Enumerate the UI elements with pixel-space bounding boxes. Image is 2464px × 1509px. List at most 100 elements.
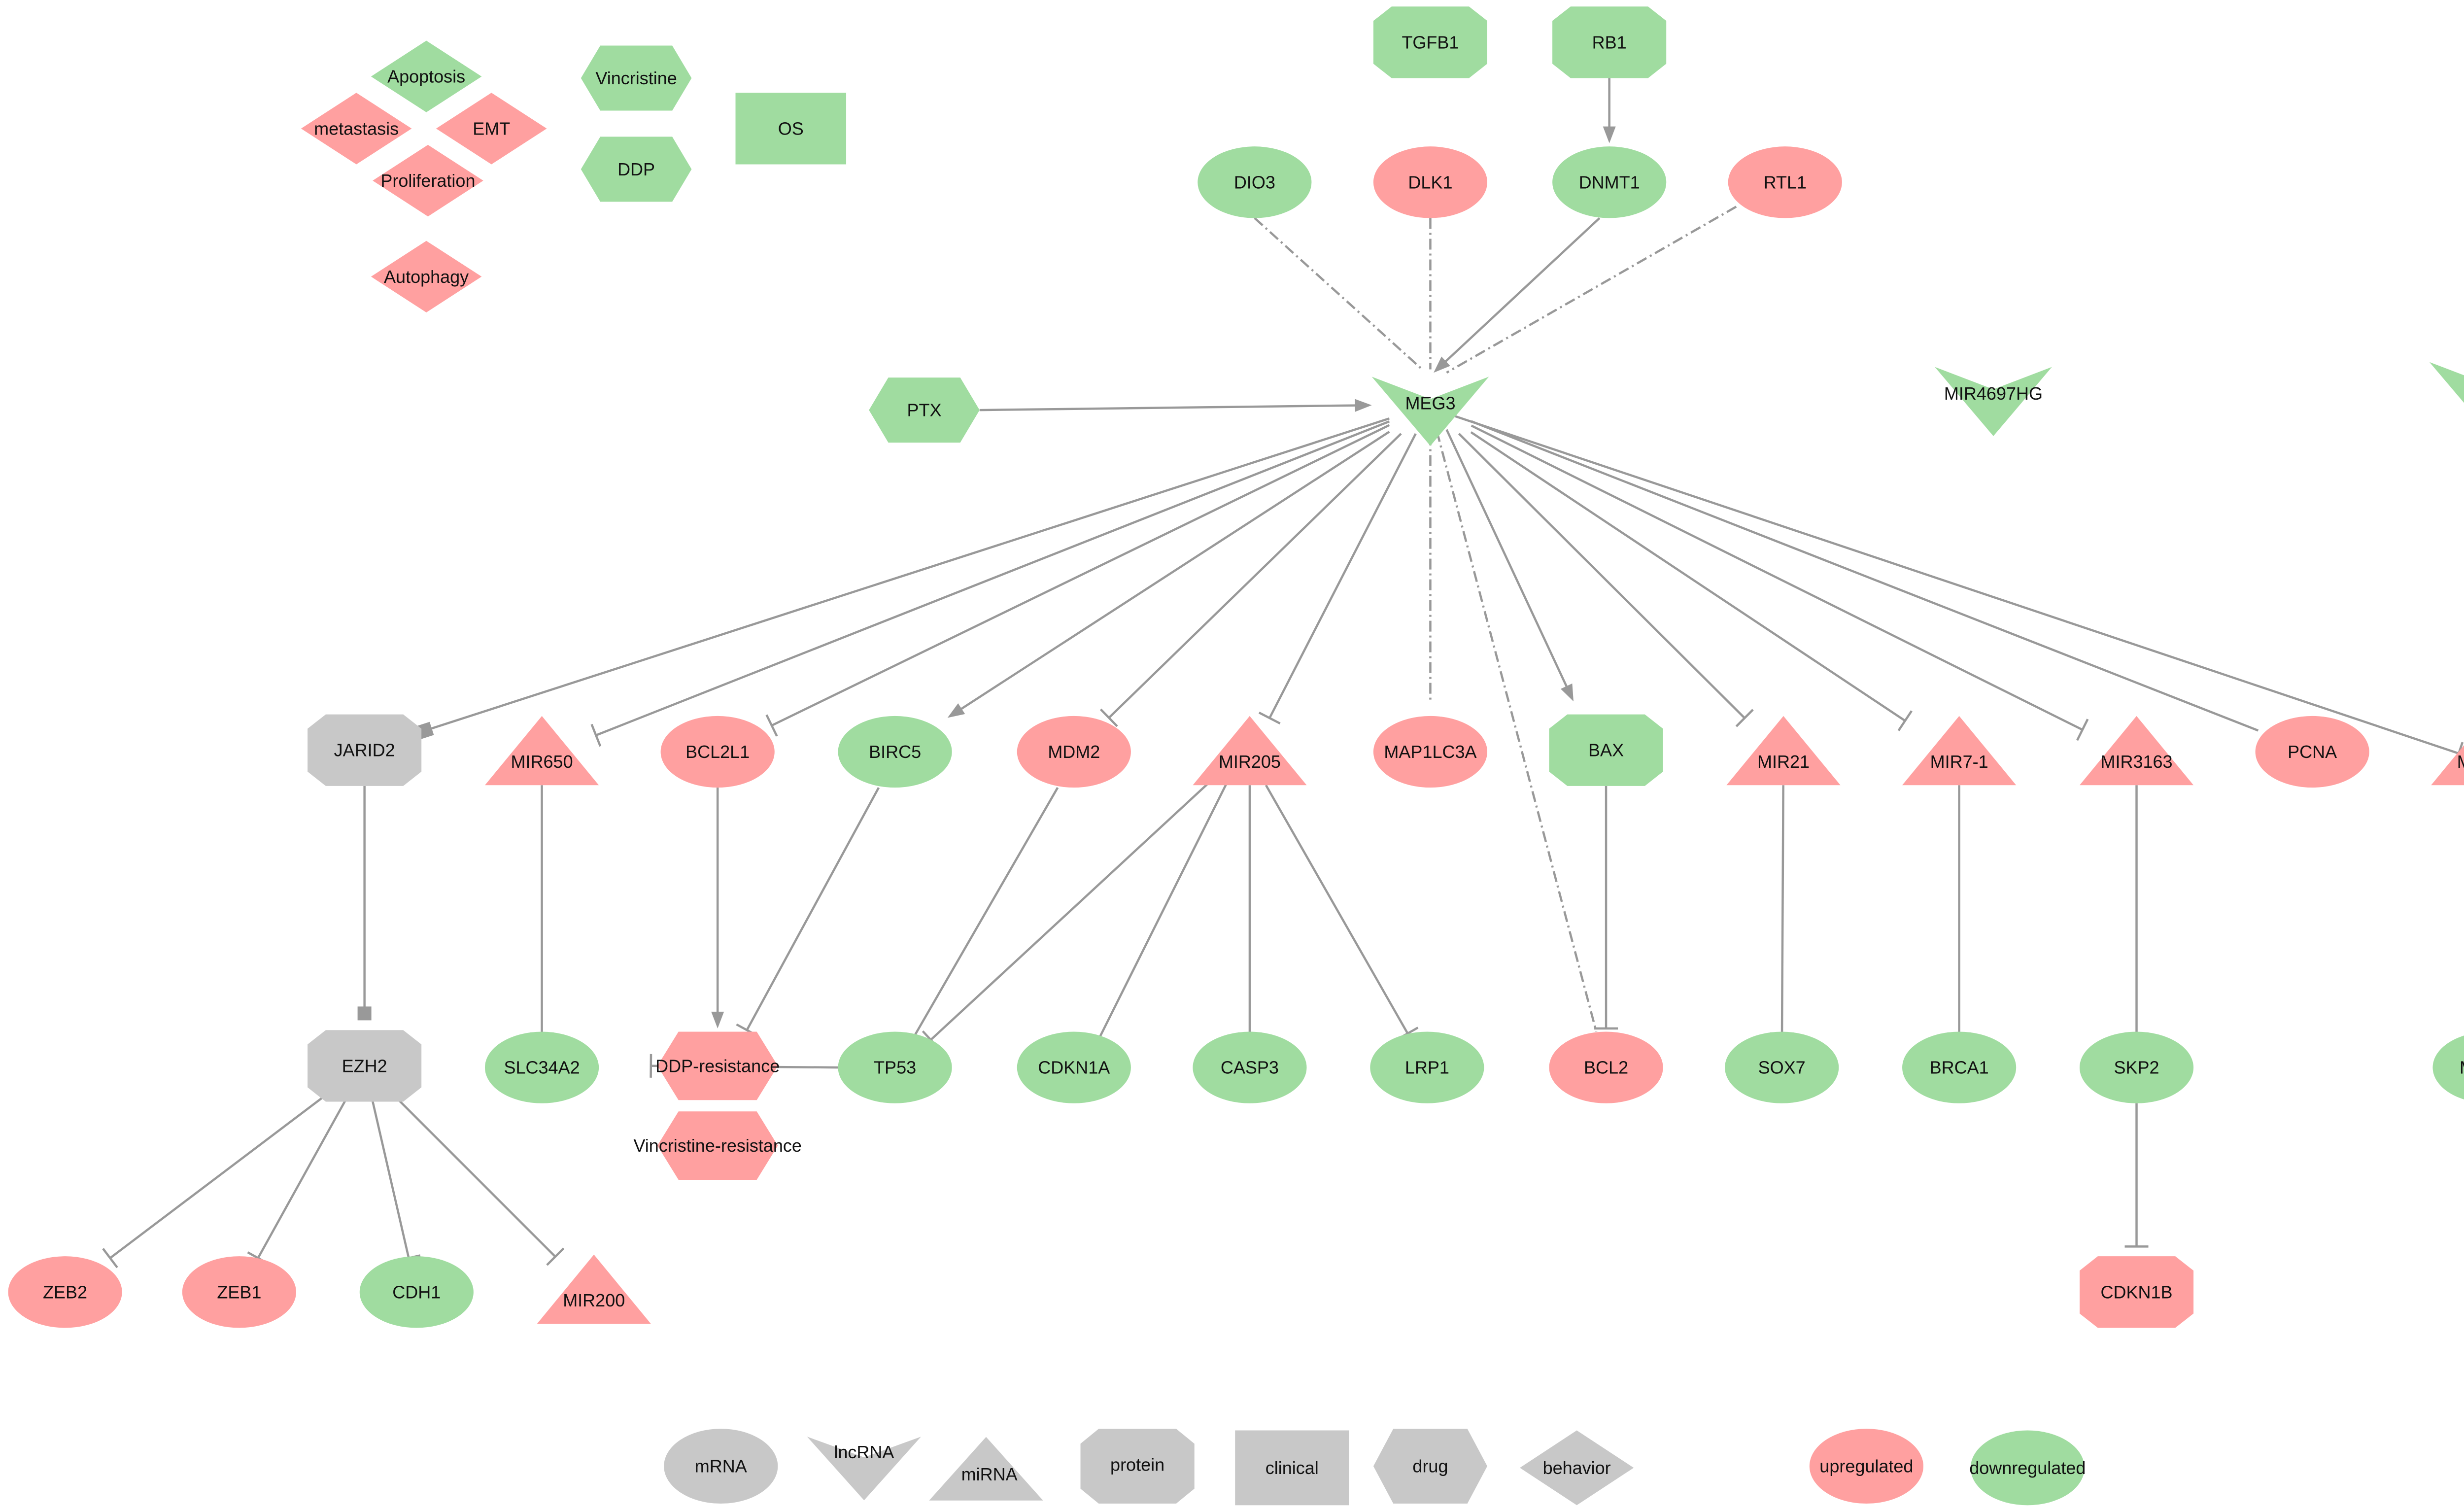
edge-line (1265, 785, 1409, 1034)
edge-line (1471, 424, 2083, 731)
node-metastasis[interactable]: metastasis (301, 93, 412, 165)
node-ezh2[interactable]: EZH2 (308, 1030, 422, 1102)
edge-ezh2-zeb1 (247, 1090, 352, 1265)
node-bax[interactable]: BAX (1549, 714, 1663, 786)
inhibition-bar (546, 1247, 565, 1266)
node-jarid2[interactable]: JARID2 (308, 714, 422, 786)
node-label: metastasis (314, 118, 399, 138)
node-miat[interactable]: MIAT (2429, 362, 2464, 431)
node-label: MIR7-1 (1930, 752, 1988, 772)
node-ddp[interactable]: DDP (581, 137, 692, 202)
node-lrp1[interactable]: LRP1 (1370, 1031, 1484, 1103)
node-vincristine[interactable]: Vincristine (581, 45, 692, 111)
edge-mir7_1-brca1 (1947, 785, 1971, 1035)
node-vinc_res[interactable]: Vincristine-resistance (633, 1111, 802, 1180)
node-tgfb1[interactable]: TGFB1 (1373, 6, 1487, 78)
node-label: MDM2 (1048, 742, 1100, 762)
edge-line (746, 787, 880, 1031)
node-mir650[interactable]: MIR650 (485, 716, 599, 786)
node-rb1[interactable]: RB1 (1552, 6, 1667, 78)
node-pcna[interactable]: PCNA (2255, 716, 2369, 788)
node-mir200[interactable]: MIR200 (537, 1254, 651, 1324)
mrna-shape (1552, 146, 1667, 218)
node-brca1[interactable]: BRCA1 (1902, 1031, 2017, 1103)
node-proliferation[interactable]: Proliferation (373, 144, 483, 217)
edge-meg3-jarid2 (416, 417, 1390, 739)
node-cdkn1b[interactable]: CDKN1B (2080, 1256, 2194, 1328)
node-label: JARID2 (334, 740, 395, 760)
node-label: DNMT1 (1579, 172, 1640, 192)
node-label: Vincristine-resistance (633, 1135, 801, 1156)
drug-shape (581, 45, 692, 111)
node-emt[interactable]: EMT (436, 93, 547, 165)
edge-mir205-tp53 (922, 780, 1212, 1050)
node-ddp_res[interactable]: DDP-resistance (655, 1031, 780, 1100)
node-label: Proliferation (380, 171, 475, 191)
node-label: MIR3163 (2100, 752, 2172, 772)
node-mir7_1[interactable]: MIR7-1 (1902, 716, 2017, 786)
node-os[interactable]: OS (735, 93, 847, 165)
node-mdm2[interactable]: MDM2 (1017, 716, 1131, 788)
node-dio3[interactable]: DIO3 (1198, 146, 1312, 218)
mirna-shape (1902, 716, 2017, 786)
node-sox7[interactable]: SOX7 (1725, 1031, 1839, 1103)
node-zeb2[interactable]: ZEB2 (8, 1256, 122, 1328)
binding-square (357, 1006, 372, 1021)
node-mir21[interactable]: MIR21 (1726, 716, 1841, 786)
legend-item-mrna: mRNA (664, 1429, 778, 1504)
edge-meg3-bcl2l1 (765, 424, 1390, 737)
node-mir4697hg[interactable]: MIR4697HG (1935, 367, 2052, 436)
node-casp3[interactable]: CASP3 (1193, 1031, 1307, 1103)
legend-label: protein (1110, 1454, 1164, 1475)
mrna-shape (2432, 1035, 2464, 1099)
node-label: MIR21 (1757, 752, 1810, 772)
node-tp53[interactable]: TP53 (838, 1031, 952, 1103)
node-cdh1[interactable]: CDH1 (359, 1256, 474, 1328)
legend-color-swatch (1970, 1430, 2085, 1506)
arrowhead (711, 1011, 724, 1029)
node-dnmt1[interactable]: DNMT1 (1552, 146, 1667, 218)
edge-line (430, 417, 1390, 730)
node-meg3[interactable]: MEG3 (1371, 377, 1489, 446)
edge-rtl1-meg3 (1446, 206, 1737, 374)
inhibition-bar (765, 714, 778, 737)
edge-mir205-casp3 (1237, 785, 1262, 1035)
legend-item-clinical: clinical (1235, 1430, 1349, 1506)
node-map1lc3a[interactable]: MAP1LC3A (1373, 716, 1488, 788)
node-label: BCL2L1 (685, 742, 750, 762)
node-bcl2l1[interactable]: BCL2L1 (660, 716, 775, 788)
node-mir106[interactable]: MIR106 (2431, 716, 2464, 786)
node-cdkn1a[interactable]: CDKN1A (1017, 1031, 1131, 1103)
node-mir3163[interactable]: MIR3163 (2080, 716, 2194, 786)
edge-mir21-sox7 (1770, 785, 1794, 1035)
node-label: EZH2 (342, 1056, 387, 1076)
node-ptx[interactable]: PTX (869, 377, 980, 443)
mrna-shape (484, 1031, 599, 1103)
node-label: OS (778, 118, 804, 138)
node-mir205[interactable]: MIR205 (1193, 716, 1307, 786)
arrowhead (1434, 356, 1450, 373)
edge-line (109, 1090, 332, 1259)
node-rtl1[interactable]: RTL1 (1728, 146, 1842, 218)
node-mapk9[interactable]: MAPK9 (2432, 1031, 2464, 1103)
behavior-shape (301, 93, 412, 165)
inhibition-bar (1897, 710, 1913, 731)
node-slc34a2[interactable]: SLC34A2 (484, 1031, 599, 1103)
mirna-shape (2080, 716, 2194, 786)
node-dlk1[interactable]: DLK1 (1373, 146, 1488, 218)
node-apoptosis[interactable]: Apoptosis (371, 40, 482, 112)
edge-mdm2-tp53 (900, 787, 1059, 1049)
protein-shape (308, 714, 422, 786)
legend-label: behavior (1543, 1458, 1611, 1478)
nodes-layer: Apoptosis metastasis EMT ProliferationAutop… (8, 6, 2464, 1328)
legend-label: miRNA (961, 1464, 1018, 1484)
node-zeb1[interactable]: ZEB1 (182, 1256, 296, 1328)
node-autophagy[interactable]: Autophagy (371, 240, 482, 312)
node-birc5[interactable]: BIRC5 (838, 716, 952, 788)
mrna-shape (8, 1256, 122, 1328)
node-label: DLK1 (1408, 172, 1452, 192)
node-skp2[interactable]: SKP2 (2079, 1031, 2194, 1103)
legend-behavior-shape (1520, 1430, 1634, 1506)
node-bcl2[interactable]: BCL2 (1549, 1031, 1663, 1103)
node-label: TP53 (874, 1058, 916, 1078)
